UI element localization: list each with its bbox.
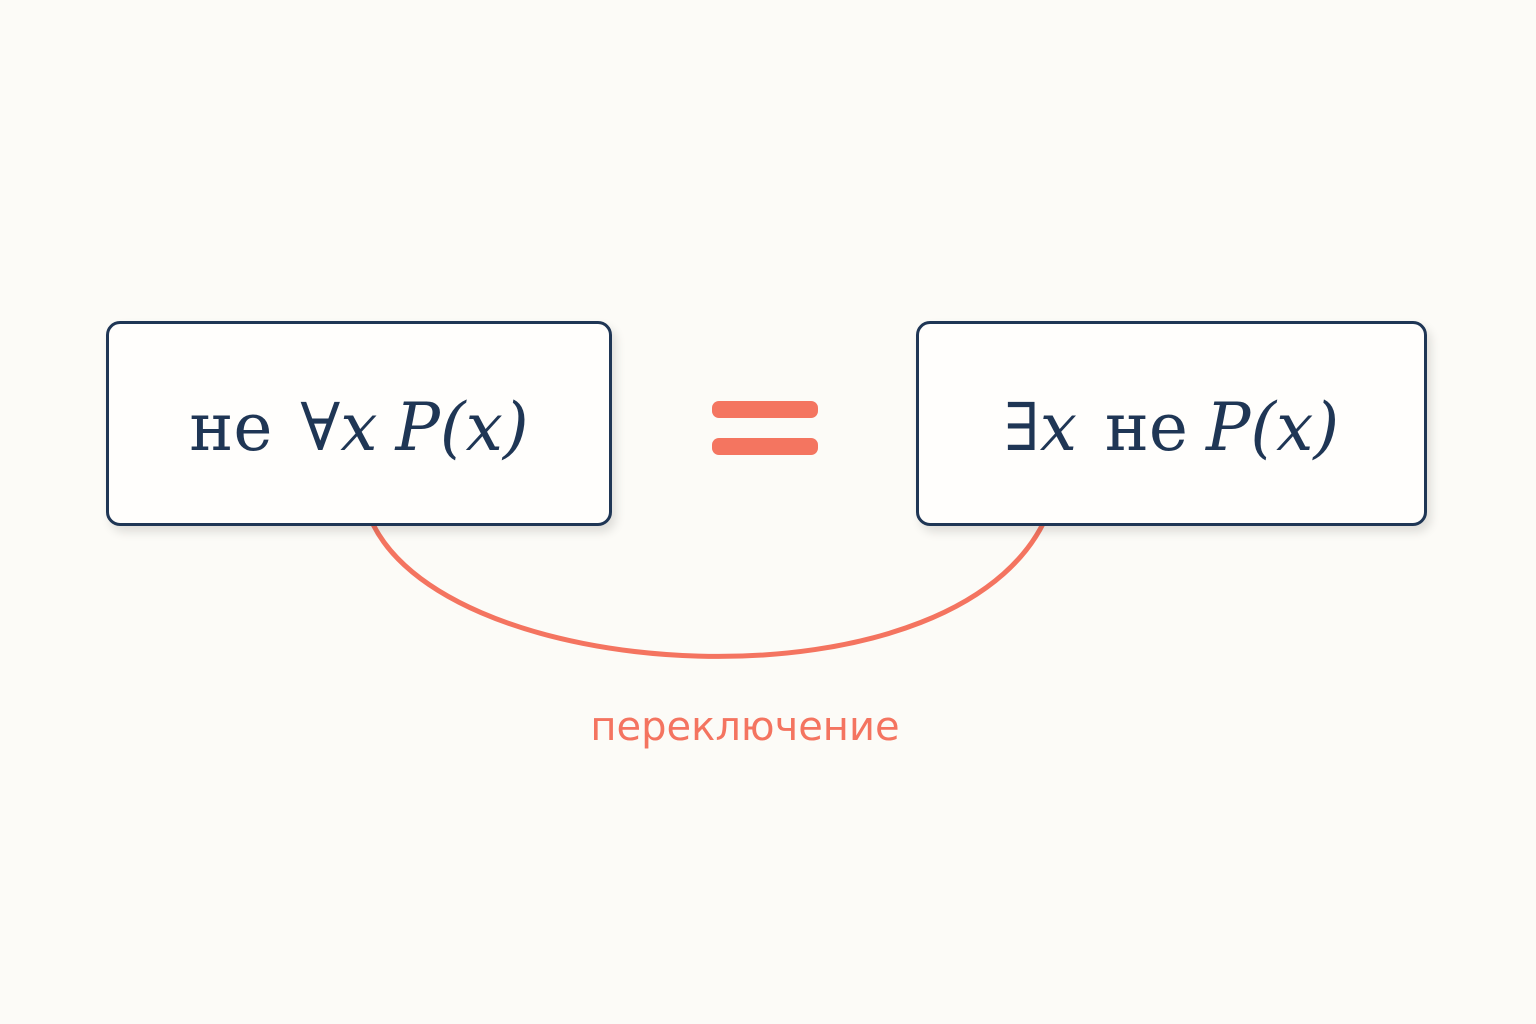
left-predicate: P(x) [395, 388, 529, 466]
left-bound-variable: x [340, 388, 378, 466]
equals-bottom-bar [712, 438, 818, 455]
right-negation: не [1104, 388, 1188, 466]
exists-symbol: ∃ [1003, 388, 1040, 466]
right-formula-box: ∃ x не P(x) [916, 321, 1427, 526]
equals-icon [712, 401, 818, 455]
right-predicate: P(x) [1205, 388, 1340, 466]
right-bound-variable: x [1039, 388, 1077, 466]
transfer-label: переключение [590, 704, 900, 750]
connector-arc [362, 499, 1055, 659]
forall-symbol: ∀ [300, 388, 341, 466]
left-formula-box: не ∀ x P(x) [106, 321, 612, 526]
left-negation: не [189, 388, 273, 466]
equals-top-bar [712, 401, 818, 418]
